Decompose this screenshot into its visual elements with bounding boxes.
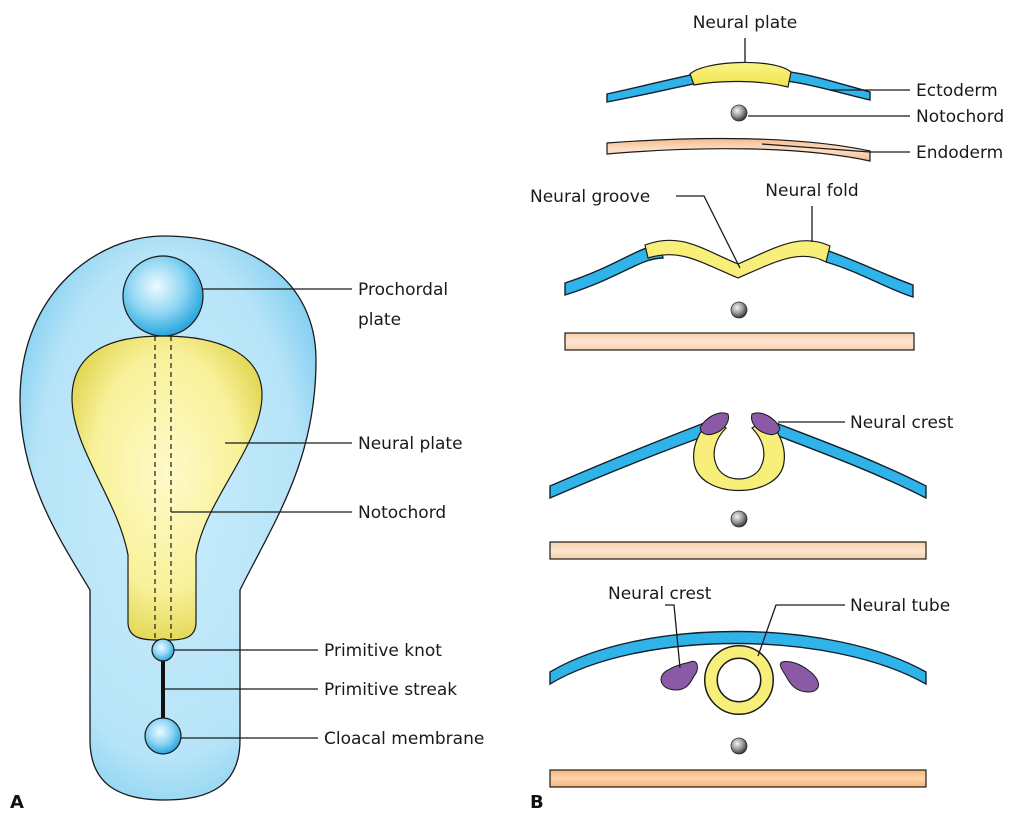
- stage-1-neural-plate: Neural plate Ectoderm Notochord Endoderm: [607, 13, 1004, 163]
- prochordal-plate-shape: [123, 256, 203, 336]
- neural-crest-right-4: [780, 661, 818, 692]
- label-ectoderm: Ectoderm: [916, 81, 998, 101]
- neural-plate-layer-1: [690, 62, 791, 87]
- stage-2-neural-groove: Neural groove Neural fold: [530, 181, 914, 350]
- panel-b: Neural plate Ectoderm Notochord Endoderm…: [530, 13, 1004, 813]
- panel-label-a: A: [10, 792, 24, 813]
- endoderm-layer-1: [607, 138, 870, 161]
- endoderm-layer-2: [565, 333, 914, 350]
- endoderm-layer-4: [550, 770, 926, 787]
- label-primitive-knot: Primitive knot: [324, 641, 442, 661]
- neural-crest-left-3: [700, 413, 729, 435]
- stage-1-leaders: [745, 38, 910, 152]
- label-neural-tube: Neural tube: [850, 596, 950, 616]
- label-primitive-streak: Primitive streak: [324, 680, 457, 700]
- label-neural-plate-b: Neural plate: [693, 13, 798, 33]
- label-prochordal-plate: Prochordal plate: [358, 280, 454, 330]
- stage-3-neural-crest: Neural crest: [550, 413, 954, 559]
- neural-tube-fill: [711, 652, 767, 708]
- label-endoderm: Endoderm: [916, 143, 1003, 163]
- stage-4-neural-tube: Neural crest Neural tube: [550, 584, 950, 787]
- label-neural-crest-3: Neural crest: [850, 413, 954, 433]
- notochord-shape-1: [731, 105, 747, 121]
- primitive-knot-shape: [152, 639, 174, 661]
- label-notochord-a: Notochord: [358, 503, 446, 523]
- notochord-shape-2: [731, 302, 747, 318]
- cloacal-membrane-shape: [145, 718, 181, 754]
- label-neural-crest-4: Neural crest: [608, 584, 712, 604]
- label-neural-plate-a: Neural plate: [358, 434, 463, 454]
- label-notochord-b: Notochord: [916, 107, 1004, 127]
- label-neural-groove: Neural groove: [530, 187, 650, 207]
- notochord-shape-3: [731, 511, 747, 527]
- panel-a: Prochordal plate Neural plate Notochord …: [10, 236, 484, 813]
- notochord-shape-4: [731, 738, 747, 754]
- label-cloacal-membrane: Cloacal membrane: [324, 729, 484, 749]
- label-neural-fold: Neural fold: [765, 181, 858, 201]
- endoderm-layer-3: [550, 542, 926, 559]
- panel-label-b: B: [530, 792, 544, 813]
- neural-fold-layer-2: [645, 240, 830, 278]
